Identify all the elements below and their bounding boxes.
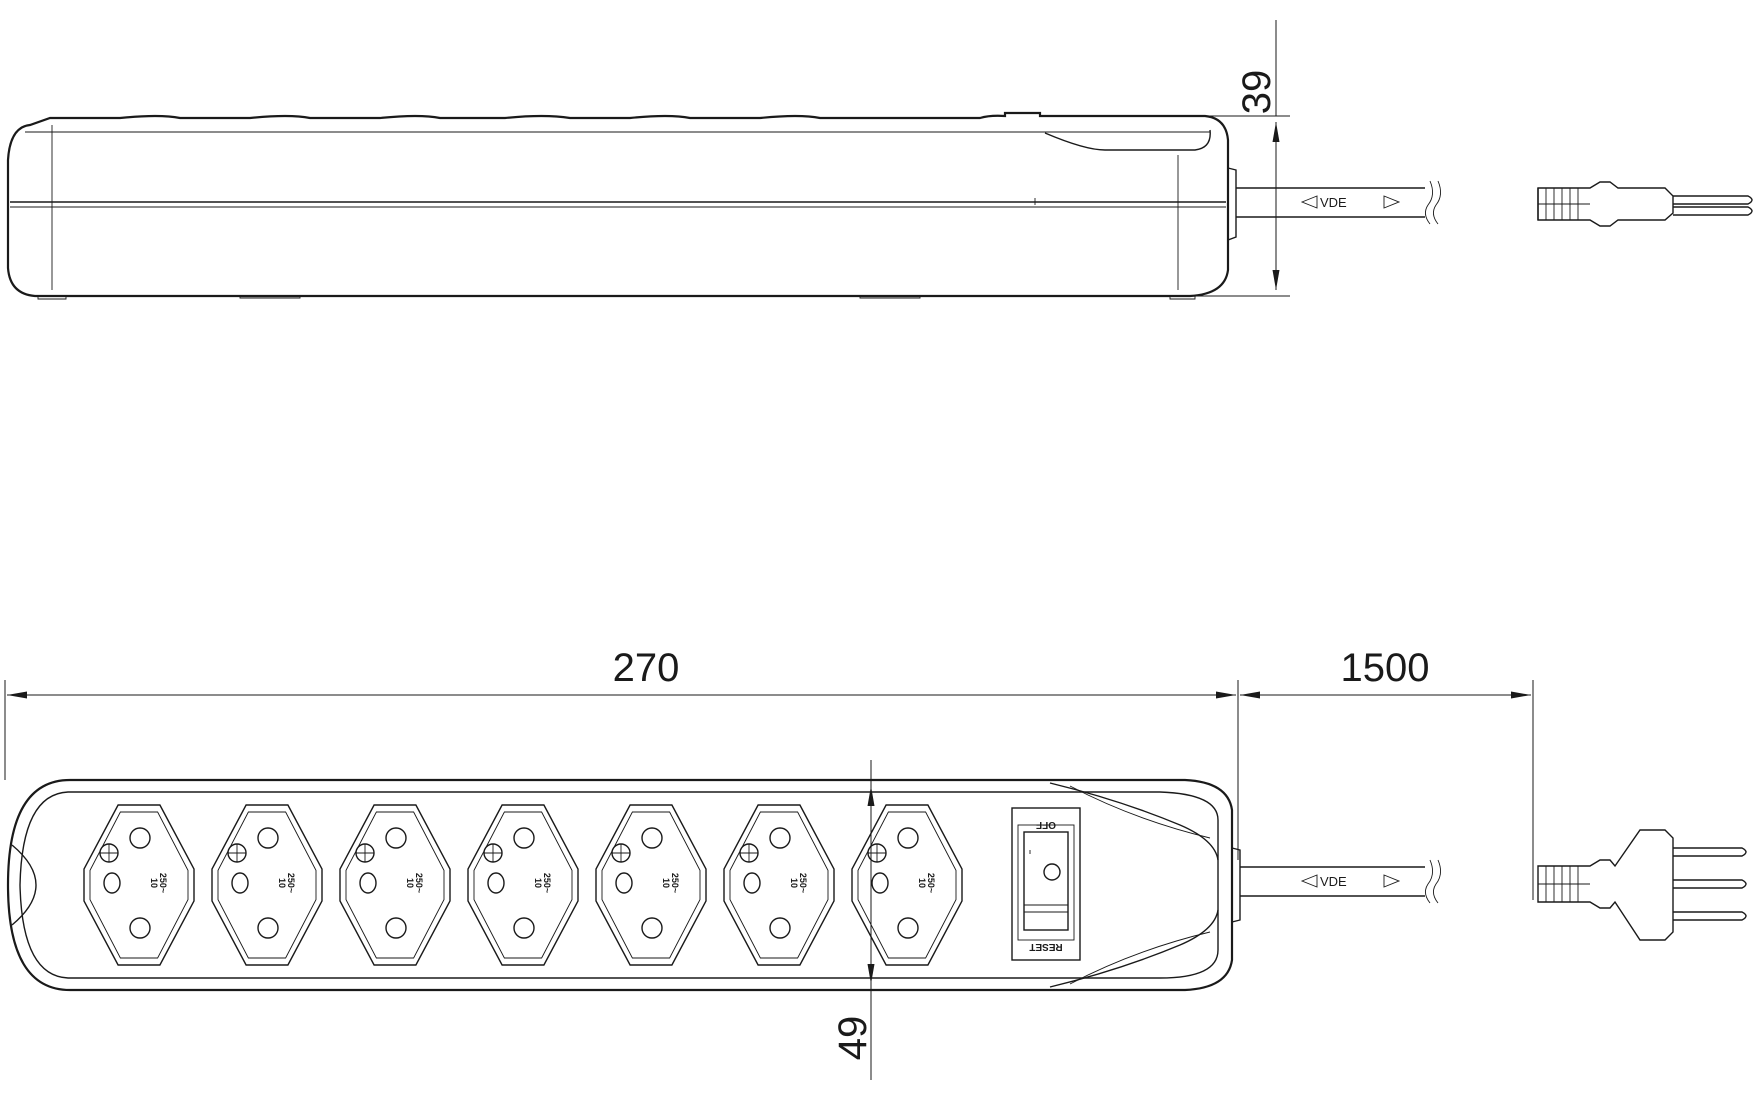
top-strain-relief-3: [1069, 785, 1211, 839]
switch-window: [1017, 824, 1075, 941]
socket-hole: [385, 917, 407, 939]
socket-hole: [641, 917, 663, 939]
switch-off-label: OFF: [1036, 819, 1056, 830]
socket-hole: [897, 917, 919, 939]
top-plug: [1537, 829, 1747, 941]
socket-hole: [641, 827, 663, 849]
screw-icon: [739, 843, 759, 863]
dim-width-top: 49: [831, 760, 875, 1080]
socket-hole: [257, 917, 279, 939]
socket-hole: [769, 827, 791, 849]
socket-rating-volts: 250~: [798, 873, 808, 893]
side-view: VDE 39: [6, 20, 1753, 300]
dim-length-label: 270: [613, 646, 680, 690]
socket-hole: [385, 827, 407, 849]
side-plug: [1537, 181, 1753, 227]
dim-width-top-label: 49: [831, 1016, 875, 1061]
socket-hole: [129, 827, 151, 849]
socket-rating-amps: 10: [149, 878, 159, 888]
top-body-outline: [6, 778, 1234, 992]
socket-hole: [359, 872, 377, 894]
socket-hole: [129, 917, 151, 939]
socket-hole: [743, 872, 761, 894]
top-strain-relief-4: [1069, 931, 1211, 985]
screw-icon: [355, 843, 375, 863]
switch[interactable]: OFF RESET: [1011, 807, 1081, 961]
socket-hole: [871, 872, 889, 894]
screw-icon: [483, 843, 503, 863]
socket-hole: [257, 827, 279, 849]
top-vde-text: VDE: [1320, 874, 1347, 889]
socket-hole: [513, 827, 535, 849]
dim-height-side-label: 39: [1235, 70, 1279, 115]
top-cable-gland: [1231, 847, 1241, 923]
top-body-inner: [19, 791, 1219, 979]
socket-rating-volts: 250~: [926, 873, 936, 893]
socket-rating-volts: 250~: [670, 873, 680, 893]
dim-length: 270: [4, 646, 1239, 860]
dim-cable-label: 1500: [1341, 646, 1430, 690]
top-vde-arrow-left: [1300, 874, 1318, 888]
top-cable-break: [1425, 859, 1441, 904]
socket-hole: [231, 872, 249, 894]
socket-rating-amps: 10: [917, 878, 927, 888]
dim-cable: 1500: [1240, 646, 1534, 900]
socket-hole: [615, 872, 633, 894]
socket-rating-amps: 10: [661, 878, 671, 888]
socket-rating-amps: 10: [789, 878, 799, 888]
screw-icon: [611, 843, 631, 863]
side-foot-mid: [239, 296, 921, 299]
top-vde-arrow-right: [1383, 874, 1401, 888]
socket-rating-amps: 10: [533, 878, 543, 888]
side-vde-text: VDE: [1320, 195, 1347, 210]
dim-height-side: 39: [1095, 20, 1290, 297]
socket-hole: [487, 872, 505, 894]
side-cable-break: [1425, 180, 1441, 225]
socket-rating-volts: 250~: [414, 873, 424, 893]
socket-hole: [897, 827, 919, 849]
screw-icon: [99, 843, 119, 863]
top-strain-relief: [1049, 782, 1219, 861]
switch-reset-label: RESET: [1029, 941, 1062, 952]
side-vde-arrow-left: [1300, 195, 1318, 209]
socket-rating-volts: 250~: [158, 873, 168, 893]
socket-rating-amps: 10: [277, 878, 287, 888]
side-strain-relief: [1044, 129, 1211, 151]
socket-rating-amps: 10: [405, 878, 415, 888]
socket-rating-volts: 250~: [286, 873, 296, 893]
side-foot-right: [1169, 295, 1196, 300]
top-view: 270 1500 VDE: [4, 646, 1747, 1080]
socket-hole: [103, 872, 121, 894]
top-left-end-arc: [11, 844, 37, 926]
switch-rocker-lines: [1024, 904, 1068, 913]
socket-hole: [769, 917, 791, 939]
switch-rocker[interactable]: [1023, 831, 1069, 931]
switch-frame: [1011, 807, 1081, 961]
side-foot-left: [37, 295, 67, 300]
side-body-outline: [6, 111, 1230, 298]
switch-indicator-icon: [1043, 863, 1061, 881]
screw-icon: [227, 843, 247, 863]
socket-hole: [513, 917, 535, 939]
top-strain-relief-2: [1049, 909, 1219, 988]
side-cable-gland: [1227, 167, 1237, 241]
socket-rating-volts: 250~: [542, 873, 552, 893]
side-vde-arrow-right: [1383, 195, 1401, 209]
